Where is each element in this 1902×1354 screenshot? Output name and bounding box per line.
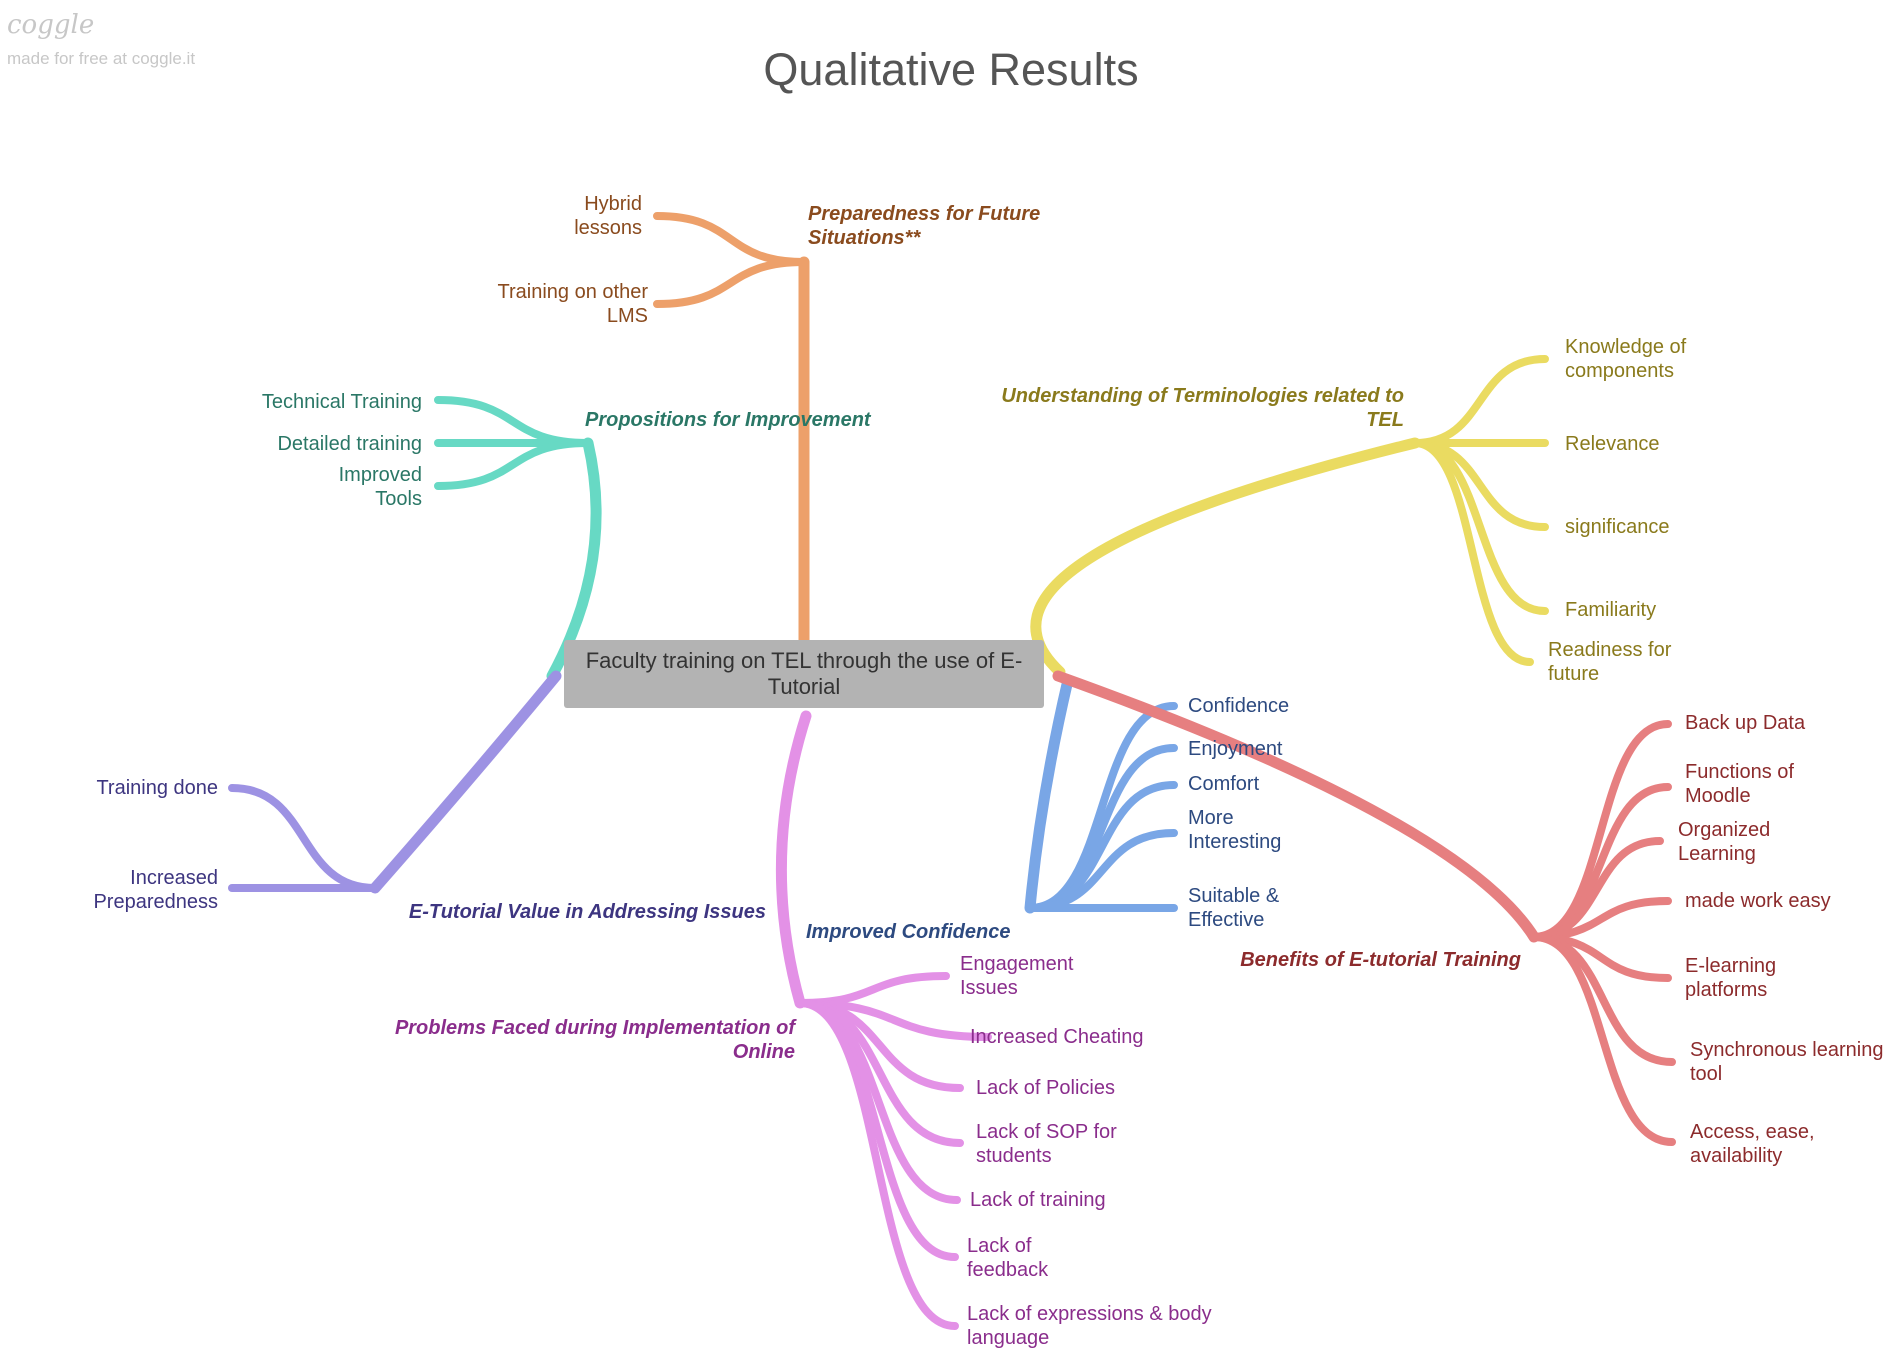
leaf-benefits-2[interactable]: Organized Learning	[1678, 819, 1771, 865]
leaf-problems-3[interactable]: Lack of SOP for students	[976, 1121, 1117, 1167]
leaf-link-problems-6	[796, 999, 959, 1330]
leaf-confidence-3[interactable]: More Interesting	[1188, 807, 1282, 853]
leaf-link-benefits-6	[1530, 933, 1676, 1146]
central-topic[interactable]: Faculty training on TEL through the use …	[564, 640, 1044, 708]
coggle-tagline: made for free at coggle.it	[7, 49, 196, 68]
leaf-understanding-2[interactable]: significance	[1565, 516, 1670, 538]
branch-label-preparedness[interactable]: Preparedness for Future Situations**	[808, 203, 1041, 249]
leaf-benefits-4[interactable]: E-learning platforms	[1685, 955, 1777, 1001]
leaf-understanding-0[interactable]: Knowledge of components	[1565, 336, 1687, 382]
branch-link-confidence	[1024, 674, 1074, 914]
leaf-confidence-2[interactable]: Comfort	[1188, 773, 1260, 795]
leaf-understanding-4[interactable]: Readiness for future	[1548, 639, 1672, 685]
coggle-logo: coggle	[7, 10, 95, 40]
leaf-propositions-0[interactable]: Technical Training	[261, 391, 422, 413]
leaf-benefits-6[interactable]: Access, ease, availability	[1690, 1121, 1815, 1167]
leaf-problems-2[interactable]: Lack of Policies	[976, 1077, 1115, 1099]
leaf-confidence-0[interactable]: Confidence	[1188, 695, 1290, 717]
branch-label-benefits[interactable]: Benefits of E-tutorial Training	[1240, 949, 1521, 971]
leaf-etutorial-value-0[interactable]: Training done	[96, 777, 218, 799]
leaf-link-preparedness-1	[653, 258, 808, 308]
branch-link-etutorial-value	[369, 670, 562, 894]
page-title: Qualitative Results	[763, 44, 1139, 95]
leaf-confidence-4[interactable]: Suitable & Effective	[1188, 885, 1280, 931]
branch-label-problems[interactable]: Problems Faced during Implementation of …	[394, 1017, 795, 1063]
leaf-problems-1[interactable]: Increased Cheating	[970, 1026, 1144, 1048]
leaf-problems-5[interactable]: Lack of feedback	[967, 1235, 1049, 1281]
leaf-understanding-3[interactable]: Familiarity	[1565, 599, 1657, 621]
leaf-link-understanding-4	[1411, 439, 1534, 666]
leaf-confidence-1[interactable]: Enjoyment	[1188, 738, 1283, 760]
branch-label-understanding[interactable]: Understanding of Terminologies related t…	[1001, 385, 1404, 431]
branch-label-propositions[interactable]: Propositions for Improvement	[585, 409, 871, 431]
leaf-link-propositions-2	[434, 439, 592, 490]
branch-label-etutorial-value[interactable]: E-Tutorial Value in Addressing Issues	[408, 901, 766, 923]
leaf-preparedness-0[interactable]: Hybrid lessons	[574, 193, 642, 239]
leaf-link-etutorial-value-0	[228, 784, 379, 892]
leaf-benefits-1[interactable]: Functions of Moodle	[1685, 761, 1794, 807]
leaf-understanding-1[interactable]: Relevance	[1565, 433, 1660, 455]
leaf-problems-0[interactable]: Engagement Issues	[960, 953, 1074, 999]
branch-link-benefits	[1052, 670, 1540, 943]
branch-link-problems	[775, 710, 812, 1009]
leaf-problems-6[interactable]: Lack of expressions & body language	[967, 1303, 1212, 1349]
leaf-problems-4[interactable]: Lack of training	[970, 1189, 1106, 1211]
leaf-benefits-0[interactable]: Back up Data	[1685, 712, 1806, 734]
leaf-benefits-3[interactable]: made work easy	[1685, 890, 1831, 912]
leaf-preparedness-1[interactable]: Training on other LMS	[497, 281, 648, 327]
leaf-benefits-5[interactable]: Synchronous learning tool	[1690, 1039, 1884, 1085]
leaf-propositions-1[interactable]: Detailed training	[277, 433, 422, 455]
coggle-watermark: coggle made for free at coggle.it	[7, 10, 195, 70]
branch-label-confidence[interactable]: Improved Confidence	[806, 921, 1011, 943]
leaf-propositions-2[interactable]: Improved Tools	[338, 464, 422, 510]
leaf-etutorial-value-1[interactable]: Increased Preparedness	[93, 867, 218, 913]
